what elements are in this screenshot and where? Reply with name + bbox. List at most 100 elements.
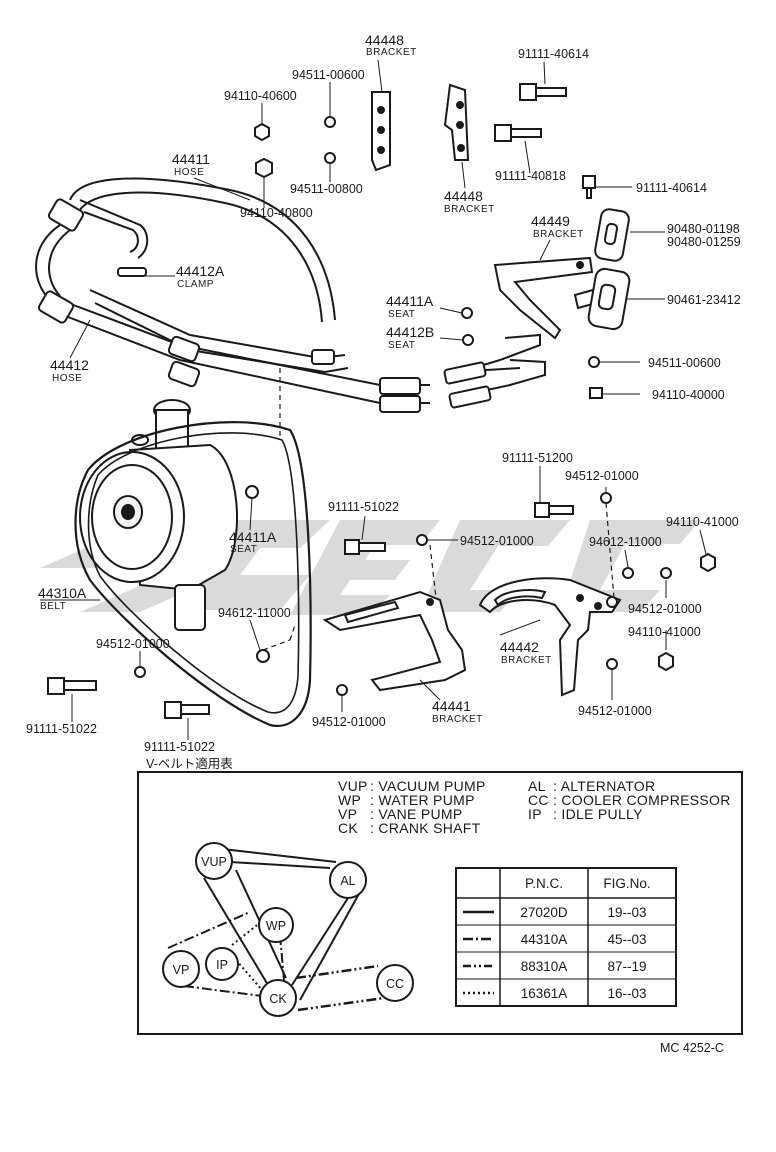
legend-code-cc: CC: [528, 792, 549, 808]
table-cell-pnc: 27020D: [520, 905, 568, 920]
cushion-90480: [594, 208, 630, 262]
label-94110-41000-b: 94110-41000: [628, 625, 701, 639]
table-cell-fig: 87--19: [607, 959, 646, 974]
label-44411a-seat-top: 44411A: [386, 293, 434, 309]
pulley-label-cc: CC: [386, 977, 404, 991]
pulley-vp: [162, 950, 200, 988]
legend-code-ck: CK: [338, 820, 358, 836]
label-44448-top-sub: BRACKET: [366, 47, 417, 58]
label-91111-51200: 91111-51200: [502, 451, 573, 465]
bracket-44448-mid: [443, 83, 470, 161]
label-44448-mid-sub: BRACKET: [444, 204, 495, 215]
legend-code-ip: IP: [528, 806, 542, 822]
label-94511-00800: 94511-00800: [290, 182, 363, 196]
label-44442-sub: BRACKET: [501, 655, 552, 666]
label-44310a: 44310A: [38, 585, 87, 601]
cushion-90461: [587, 267, 631, 331]
bracket-44449: [493, 256, 601, 340]
pulley-label-ck: CK: [269, 992, 287, 1006]
vbelt-box: [137, 771, 743, 1035]
label-44412b-sub: SEAT: [388, 340, 415, 351]
label-44411a-seat-mid-sub: SEAT: [230, 544, 257, 555]
pulley-label-vp: VP: [173, 963, 190, 977]
label-94512-01000-e: 94512-01000: [578, 704, 652, 718]
pulley-ip: [205, 947, 239, 981]
bracket-44442: [478, 577, 622, 697]
pulley-vup: [195, 842, 233, 880]
pulleys: [162, 842, 414, 1017]
pulley-label-ip: IP: [216, 958, 228, 972]
label-94612-11000-right: 94612-11000: [589, 535, 662, 549]
label-91111-40614-mid: 91111-40614: [636, 181, 707, 195]
label-94512-01000-f: 94512-01000: [312, 715, 386, 729]
pnc-table: P.N.C. FIG.No. 27020D 19--03 44310A 45--…: [455, 867, 677, 1007]
part-labels: 44448 BRACKET 91111-40614 94511-00600 94…: [26, 32, 741, 771]
table-cell-pnc: 44310A: [521, 932, 568, 947]
bolts: [47, 83, 596, 719]
label-44449-sub: BRACKET: [533, 229, 584, 240]
label-91111-51022-mid: 91111-51022: [328, 500, 399, 514]
table-cell-fig: 19--03: [607, 905, 646, 920]
legend-code-vup: VUP: [338, 778, 368, 794]
pulley-wp: [258, 907, 294, 943]
leader-lines: [40, 59, 707, 740]
table-cell-fig: 45--03: [607, 932, 646, 947]
vane-pump: [79, 399, 238, 631]
pulley-label-wp: WP: [266, 919, 286, 933]
pulley-ck: [259, 979, 297, 1017]
label-90461-23412: 90461-23412: [667, 293, 741, 307]
alignment-dashes: [262, 368, 615, 651]
pulley-labels: VUP AL WP VP IP CK CC: [173, 855, 404, 1006]
label-91111-51022-bottom: 91111-51022: [144, 740, 215, 754]
label-44441: 44441: [432, 698, 471, 714]
pulley-label-vup: VUP: [201, 855, 227, 869]
label-91111-40614-top: 91111-40614: [518, 47, 589, 61]
label-44448-top: 44448: [365, 32, 404, 48]
table-cell-pnc: 16361A: [521, 986, 568, 1001]
legend-code-al: AL: [528, 778, 546, 794]
legend-desc-wp: : WATER PUMP: [370, 792, 475, 808]
legend-desc-al: : ALTERNATOR: [553, 778, 655, 794]
label-44412a-sub: CLAMP: [177, 279, 214, 290]
nuts-and-washers: [117, 116, 716, 696]
pulley-cc: [376, 964, 414, 1002]
label-44412a: 44412A: [176, 263, 225, 279]
legend-desc-vup: : VACUUM PUMP: [370, 778, 486, 794]
legend-desc-ck: : CRANK SHAFT: [370, 820, 481, 836]
figure-code: MC 4252-C: [660, 1041, 724, 1055]
legend-desc-ip: : IDLE PULLY: [553, 806, 643, 822]
label-44310a-sub: BELT: [40, 601, 66, 612]
label-44411-hose: 44411: [172, 151, 210, 167]
legend-code-wp: WP: [338, 792, 361, 808]
legend-desc-cc: : COOLER COMPRESSOR: [553, 792, 731, 808]
vbelt-title: V-ベルト適用表: [146, 756, 233, 771]
label-94511-00600-top: 94511-00600: [292, 68, 365, 82]
legend: VUP : VACUUM PUMP WP : WATER PUMP VP : V…: [338, 778, 731, 836]
label-94512-01000-c: 94512-01000: [628, 602, 702, 616]
label-90480-01198: 90480-01198: [667, 222, 740, 236]
label-94511-00600-right: 94511-00600: [648, 356, 721, 370]
label-94512-01000-b: 94512-01000: [460, 534, 534, 548]
label-44411a-seat-mid: 44411A: [229, 529, 277, 545]
label-91111-40818: 91111-40818: [495, 169, 566, 183]
hose-fittings: [37, 198, 492, 413]
label-44441-sub: BRACKET: [432, 714, 483, 725]
pulley-label-al: AL: [340, 874, 355, 888]
pulley-al: [329, 861, 367, 899]
legend-desc-vp: : VANE PUMP: [370, 806, 463, 822]
label-44412b: 44412B: [386, 324, 434, 340]
belt-44310a: [74, 421, 312, 728]
label-94612-11000-left: 94612-11000: [218, 606, 291, 620]
table-cell-fig: 16--03: [607, 986, 646, 1001]
label-44442: 44442: [500, 639, 539, 655]
label-44412-sub: HOSE: [52, 373, 82, 384]
label-94512-01000-d: 94512-01000: [96, 637, 170, 651]
label-94110-41000-a: 94110-41000: [666, 515, 739, 529]
label-44411a-seat-top-sub: SEAT: [388, 309, 415, 320]
label-44448-mid: 44448: [444, 188, 483, 204]
legend-code-vp: VP: [338, 806, 357, 822]
bracket-44448-top: [371, 91, 391, 172]
label-94512-01000-a: 94512-01000: [565, 469, 639, 483]
label-90480-01259: 90480-01259: [667, 235, 741, 249]
table-header-fig: FIG.No.: [603, 876, 650, 891]
